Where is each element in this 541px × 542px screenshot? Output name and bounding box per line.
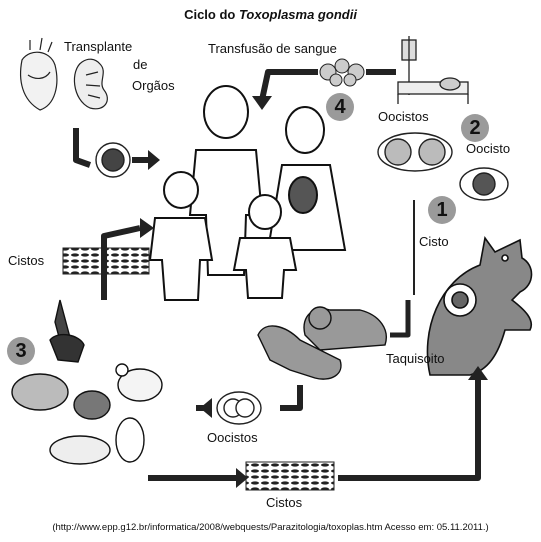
title-species: Toxoplasma gondii bbox=[238, 7, 357, 22]
label-de: de bbox=[133, 57, 148, 72]
blood-cells-icon bbox=[319, 58, 365, 87]
oocysts-bottom-icon bbox=[216, 391, 262, 425]
label-oocistos-bottom: Oocistos bbox=[207, 430, 258, 445]
transfusion-icon bbox=[397, 36, 469, 104]
step-badge-3: 3 bbox=[7, 337, 35, 365]
cycle-arrows bbox=[73, 69, 481, 481]
label-orgaos: Orgãos bbox=[132, 78, 175, 93]
diagram-title: Ciclo do Toxoplasma gondii bbox=[184, 7, 357, 22]
label-taquisoito: Taquisoito bbox=[386, 351, 445, 366]
label-cistos-bottom: Cistos bbox=[266, 495, 303, 510]
label-oocistos-top: Oocistos bbox=[378, 109, 429, 124]
arrowheads bbox=[140, 96, 488, 488]
label-transfusao: Transfusão de sangue bbox=[208, 41, 337, 56]
animals-icon bbox=[11, 299, 163, 465]
cat-icon bbox=[426, 236, 533, 376]
label-cisto: Cisto bbox=[419, 234, 449, 249]
label-cistos-left: Cistos bbox=[8, 253, 45, 268]
heart-icon bbox=[19, 37, 58, 111]
cysts-bottom-icon bbox=[245, 461, 335, 491]
infected-cell-icon bbox=[95, 142, 131, 178]
fetus-icon bbox=[288, 176, 318, 214]
source-citation: (http://www.epp.g12.br/informatica/2008/… bbox=[52, 522, 489, 533]
step-badge-4: 4 bbox=[326, 93, 354, 121]
oocysts-top-icon bbox=[377, 132, 453, 172]
step-badge-1: 1 bbox=[428, 196, 456, 224]
kidney-icon bbox=[73, 58, 108, 110]
label-transplante: Transplante bbox=[64, 39, 133, 54]
kittens-icon bbox=[257, 306, 387, 380]
humans-icon bbox=[148, 85, 347, 301]
oocyst-icon bbox=[459, 167, 509, 201]
label-oocisto: Oocisto bbox=[466, 141, 511, 156]
step-badge-2: 2 bbox=[461, 114, 489, 142]
